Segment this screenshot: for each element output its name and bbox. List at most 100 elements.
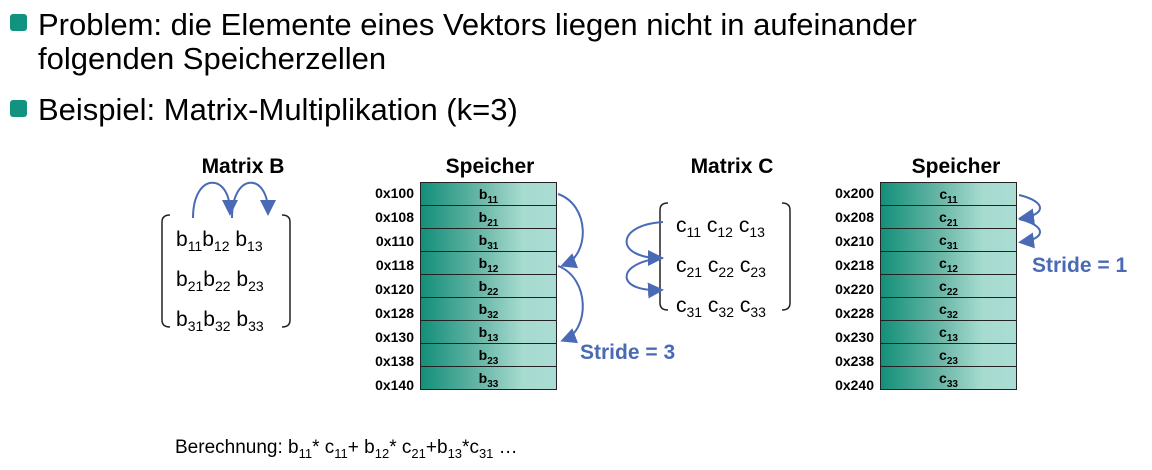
matrix-entry: b13 [235,228,263,255]
memory-address: 0x128 [375,305,414,321]
calculation-text: Berechnung: b11* c11+ b12* c21+b13*c31 … [175,437,518,461]
arrow-b12-b13 [231,181,276,219]
memory-cell: c22 [880,274,1017,298]
calc-op: … [493,437,518,458]
memory-cell: c11 [880,182,1017,206]
calc-op: + [347,437,365,458]
memory-address: 0x120 [375,281,414,297]
matrix-entry: b32 [203,308,231,335]
calc-index: 12 [374,445,390,461]
memory-address: 0x138 [375,353,414,369]
memory-cell: b21 [420,205,557,229]
matrix-entry: c11 [676,214,702,241]
memory-address: 0x130 [375,329,414,345]
memory-address: 0x118 [375,257,414,273]
matrix-c-bracket-right [781,202,791,311]
arrow-mem-c-1 [1018,194,1041,225]
matrix-entry: c12 [706,214,733,241]
matrix-entry: b11 [176,228,203,255]
calc-op: + [425,437,437,458]
calc-op: * [462,437,470,458]
matrix-row: c31 c32 c33 [676,289,766,329]
matrix-entry: c31 [676,294,703,321]
arrow-c21-c31 [625,257,664,299]
matrix-entry: b12 [202,228,230,255]
bullet-icon [10,14,27,31]
calc-index: 31 [478,445,494,461]
memory-cell: b33 [420,366,557,390]
calc-index: 11 [334,445,348,461]
calc-term: b [364,437,375,458]
arrow-mem-b-1 [557,193,584,269]
matrix-entry: b22 [203,268,231,295]
memory-c-title: Speicher [911,155,1001,178]
memory-cell: b32 [420,297,557,321]
memory-cell: b11 [420,182,557,206]
bullet-icon [10,100,27,117]
matrix-c-title: Matrix C [690,155,774,178]
bullet-example: Beispiel: Matrix-Multiplikation (k=3) [38,92,518,127]
memory-address: 0x210 [835,233,874,249]
matrix-entry: c23 [739,254,766,281]
memory-address: 0x230 [835,329,874,345]
calc-op: * [312,437,325,458]
memory-cell: b31 [420,228,557,252]
memory-cell: c21 [880,205,1017,229]
arrow-b11-b12 [192,181,238,219]
calc-op: * [389,437,402,458]
memory-address: 0x200 [835,185,874,201]
matrix-row: c21 c22 c23 [676,249,766,289]
memory-b-title: Speicher [445,155,535,178]
memory-cell: c23 [880,343,1017,367]
matrix-entry: c22 [707,254,734,281]
calc-index: 11 [298,445,313,461]
memory-address: 0x238 [835,353,874,369]
matrix-entry: c21 [676,254,703,281]
matrix-entry: b33 [236,308,264,335]
memory-cell: b13 [420,320,557,344]
stride-b-label: Stride = 3 [580,341,676,364]
calc-term: b [288,437,299,458]
matrix-entry: b23 [236,268,264,295]
memory-cell: c32 [880,297,1017,321]
memory-b: 0x100 b11 0x108 b21 0x110 b31 0x118 b12 0x120 b22… [375,182,557,393]
matrix-entry: c33 [739,294,766,321]
arrow-mem-c-2 [1018,218,1041,249]
calc-term: c [469,437,479,458]
matrix-c-bracket-left [659,202,669,311]
calc-index: 13 [447,445,463,461]
matrix-entry: b31 [176,308,204,335]
memory-cell: b22 [420,274,557,298]
matrix-entry: c32 [707,294,734,321]
memory-cell: b23 [420,343,557,367]
stride-c-label: Stride = 1 [1032,254,1128,277]
bullet-problem: Problem: die Elemente eines Vektors lieg… [38,7,917,76]
matrix-b-bracket-right [281,214,291,328]
memory-address: 0x218 [835,257,874,273]
matrix-entry: b21 [176,268,204,295]
matrix-b-bracket-left [161,214,171,328]
memory-address: 0x100 [375,185,414,201]
memory-address: 0x140 [375,377,414,393]
memory-address: 0x110 [375,233,414,249]
calc-term: c [401,437,412,458]
calc-index: 21 [411,445,426,461]
matrix-b-title: Matrix B [201,155,285,178]
arrow-mem-b-2 [557,265,584,344]
memory-cell: c12 [880,251,1017,275]
arrow-c11-c21 [625,221,664,266]
memory-cell: c13 [880,320,1017,344]
matrix-entry: c13 [738,214,765,241]
matrix-row: b21b22 b23 [176,263,264,303]
matrix-row: b11b12 b13 [176,223,264,263]
calc-term: b [436,437,448,458]
matrix-row: b31b32 b33 [176,303,264,343]
memory-address: 0x208 [835,209,874,225]
memory-address: 0x228 [835,305,874,321]
memory-cell: b12 [420,251,557,275]
memory-address: 0x108 [375,209,414,225]
